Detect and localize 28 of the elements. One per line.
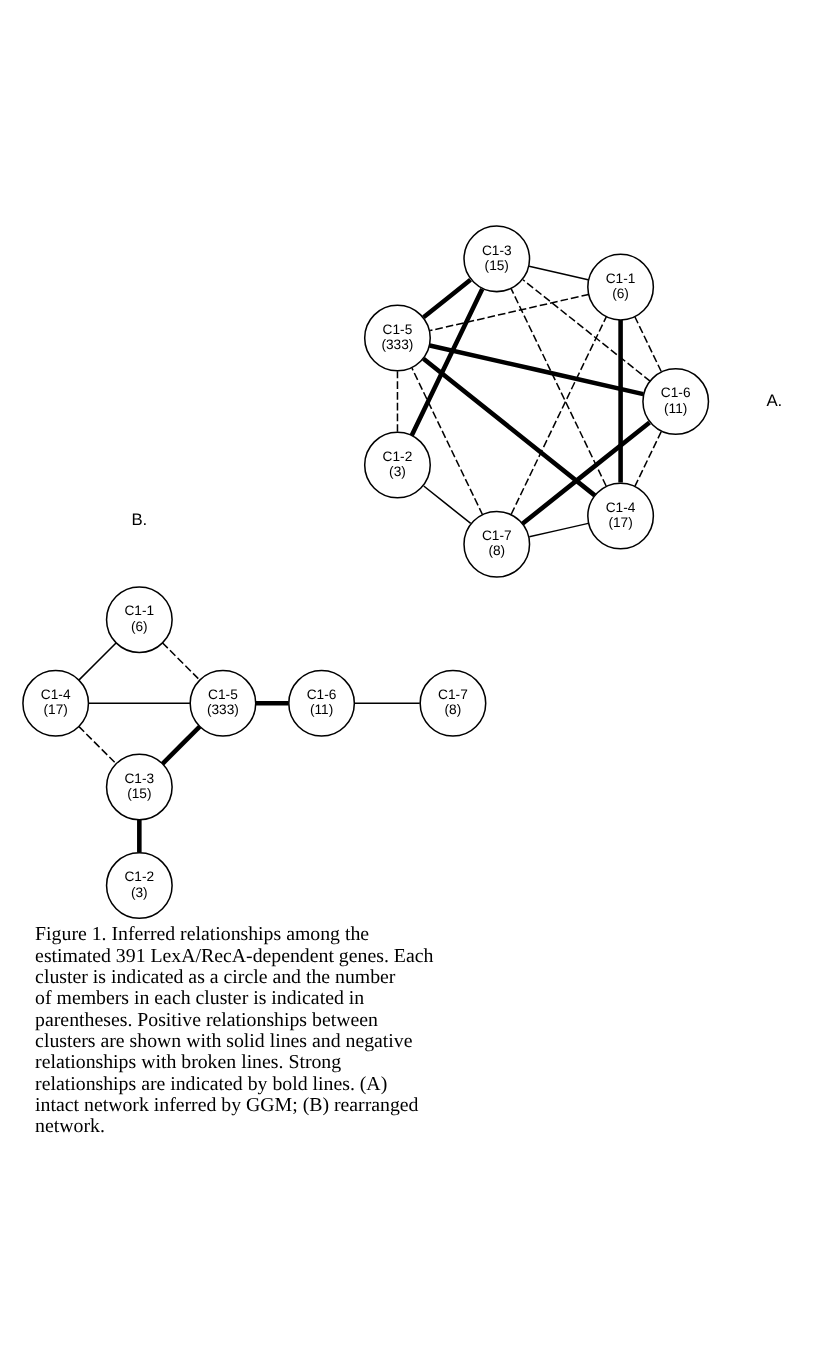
connector: [634, 430, 662, 487]
connector: [521, 420, 651, 526]
connector: [255, 701, 289, 706]
connector: [510, 316, 607, 515]
connector: [87, 702, 191, 705]
connector: [618, 319, 623, 483]
connector: [429, 343, 644, 397]
connector: [160, 725, 202, 766]
connector: [528, 522, 590, 538]
connector: [422, 278, 472, 320]
connector: [528, 265, 589, 281]
connector: [411, 367, 484, 516]
connector: [429, 293, 590, 332]
connector: [161, 642, 201, 681]
caption: Figure 1. Inferred relationships among the estimated 391 LexA/RecA-dependent genes. Each cluster is indicated as a circle and the number of members in each cluster is indicated in parentheses. Positive relationships between clusters are shown with solid lines and negative relationships with broken lines. Strong relationships are indicated by bold lines. (A) intact network inferred by GGM; (B) rearranged network.: [35, 924, 434, 1139]
connector: [409, 288, 485, 437]
connector: [422, 357, 597, 498]
connector: [137, 819, 142, 853]
connector: [78, 642, 117, 681]
connector: [634, 316, 662, 373]
label: A.: [766, 389, 783, 410]
connector: [78, 725, 117, 765]
connector: [422, 485, 472, 525]
connector: [396, 370, 399, 433]
connector: [510, 287, 607, 487]
connector: [522, 278, 651, 382]
connector: [353, 702, 421, 705]
label: B.: [131, 509, 148, 530]
